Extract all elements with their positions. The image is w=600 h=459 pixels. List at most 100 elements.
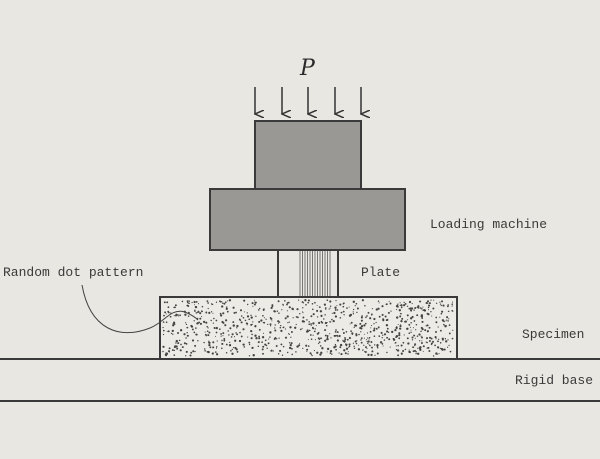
speckle-dot [435,316,438,319]
speckle-dot [359,327,361,330]
speckle-dot [414,306,417,310]
speckle-dot [314,328,316,330]
speckle-dot [175,342,177,344]
speckle-dot [348,306,350,308]
speckle-dot [162,321,165,323]
speckle-dot [163,301,166,304]
speckle-dot [230,349,232,352]
speckle-dot [319,310,323,313]
speckle-dot [415,351,417,353]
speckle-dot [396,309,398,311]
speckle-dot [346,338,349,341]
speckle-dot [340,353,343,356]
speckle-dot [212,322,215,324]
speckle-dot [394,328,397,332]
speckle-dot [360,316,363,319]
speckle-dot [413,309,415,311]
speckle-dot [220,333,223,335]
speckle-dot [334,345,337,348]
speckle-dot [187,315,190,317]
speckle-dot [179,314,181,317]
speckle-dot [172,333,174,335]
speckle-dot [371,308,373,310]
speckle-dot [381,305,384,308]
speckle-dot [394,342,396,344]
speckle-dot [412,350,415,353]
speckle-dot [345,330,348,333]
speckle-dot [410,329,412,331]
speckle-dot [225,352,228,354]
speckle-dot [210,319,212,322]
speckle-dot [288,333,290,335]
speckle-dot [404,320,407,323]
speckle-dot [329,321,331,323]
speckle-dot [302,312,304,314]
speckle-dot [219,312,222,315]
speckle-dot [434,344,436,347]
speckle-dot [401,313,402,315]
speckle-dot [248,318,251,321]
speckle-dot [324,339,327,342]
speckle-dot [415,324,418,326]
speckle-dot [342,332,345,334]
speckle-dot [176,331,180,335]
speckle-dot [446,316,449,319]
speckle-dot [302,347,304,350]
speckle-dot [365,316,367,319]
speckle-dot [439,347,442,350]
speckle-dot [299,312,301,315]
speckle-dot [364,322,367,325]
speckle-dot [331,318,333,321]
speckle-dot [264,339,267,342]
speckle-dot [181,300,184,303]
speckle-dot [395,305,398,308]
speckle-dot [324,321,328,325]
speckle-dot [175,313,178,316]
speckle-dot [373,327,376,330]
speckle-dot [319,338,321,341]
speckle-dot [230,336,233,338]
speckle-dot [344,352,347,355]
label-plate: Plate [361,265,401,280]
speckle-dot [439,303,442,305]
speckle-dot [232,306,235,309]
speckle-dot [428,340,431,342]
speckle-dot [403,301,405,304]
speckle-dot [408,332,411,335]
speckle-dot [213,326,216,330]
speckle-dot [162,350,164,353]
speckle-dot [395,326,398,330]
speckle-dot [347,351,349,353]
speckle-dot [233,336,236,338]
speckle-dot [221,342,224,345]
speckle-dot [224,319,228,322]
random-dot-pattern [162,299,454,357]
speckle-dot [243,346,246,348]
speckle-dot [448,310,450,312]
speckle-dot [415,329,417,331]
speckle-dot [382,318,385,321]
speckle-dot [421,340,423,342]
load-arrows [255,87,361,114]
speckle-dot [308,323,311,326]
speckle-dot [375,321,377,324]
speckle-dot [186,304,189,307]
speckle-dot [396,349,400,352]
speckle-dot [307,345,310,347]
speckle-dot [229,341,231,343]
speckle-dot [395,335,399,338]
speckle-dot [398,332,401,335]
speckle-dot [376,352,379,355]
speckle-dot [320,337,322,340]
speckle-dot [335,329,337,331]
speckle-dot [186,300,189,302]
speckle-dot [173,354,176,356]
speckle-dot [399,324,402,326]
speckle-dot [395,345,397,347]
speckle-dot [350,330,352,332]
speckle-dot [323,318,325,320]
speckle-dot [262,321,265,324]
speckle-dot [452,329,454,331]
speckle-dot [286,351,289,354]
speckle-dot [219,300,221,303]
